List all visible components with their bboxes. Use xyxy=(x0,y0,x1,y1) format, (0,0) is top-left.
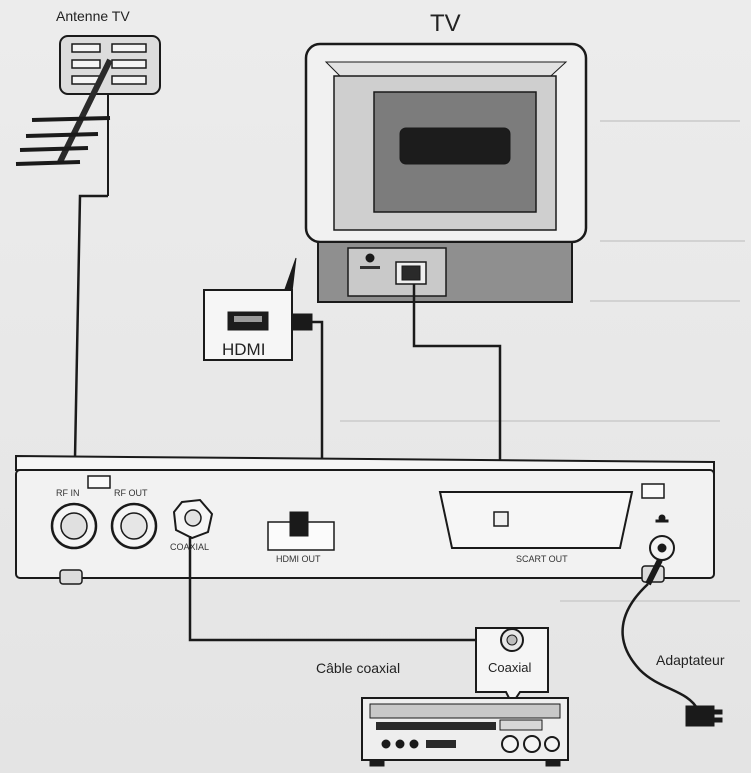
scart-cable xyxy=(412,284,502,520)
coaxial-port-label: COAXIAL xyxy=(170,542,210,552)
background-texture xyxy=(560,600,740,602)
tv-icon xyxy=(304,42,588,303)
coax-cable-label: Câble coaxial xyxy=(316,660,401,676)
background-texture xyxy=(600,240,745,242)
adapter-icon xyxy=(621,558,723,727)
antenna-label: Antenne TV xyxy=(56,8,130,24)
background-texture xyxy=(600,120,740,122)
adapter-label: Adaptateur xyxy=(656,652,725,668)
tv-label: TV xyxy=(430,10,461,37)
hdmi-box-label: HDMI xyxy=(222,340,266,359)
antenna-cable xyxy=(72,194,108,511)
rf-out-label: RF OUT xyxy=(114,488,148,498)
hdmi-display-icon xyxy=(203,257,313,361)
rf-in-label: RF IN xyxy=(56,488,80,498)
coaxial-bubble-label: Coaxial xyxy=(488,660,532,675)
amplifier-icon xyxy=(361,697,569,767)
scart-out-label: SCART OUT xyxy=(516,554,568,564)
receiver-box xyxy=(15,454,715,585)
coaxial-cable xyxy=(188,536,482,642)
background-texture xyxy=(590,300,740,302)
background-texture xyxy=(340,420,720,422)
hdmi-out-label: HDMI OUT xyxy=(276,554,321,564)
antenna-icon xyxy=(15,35,161,196)
